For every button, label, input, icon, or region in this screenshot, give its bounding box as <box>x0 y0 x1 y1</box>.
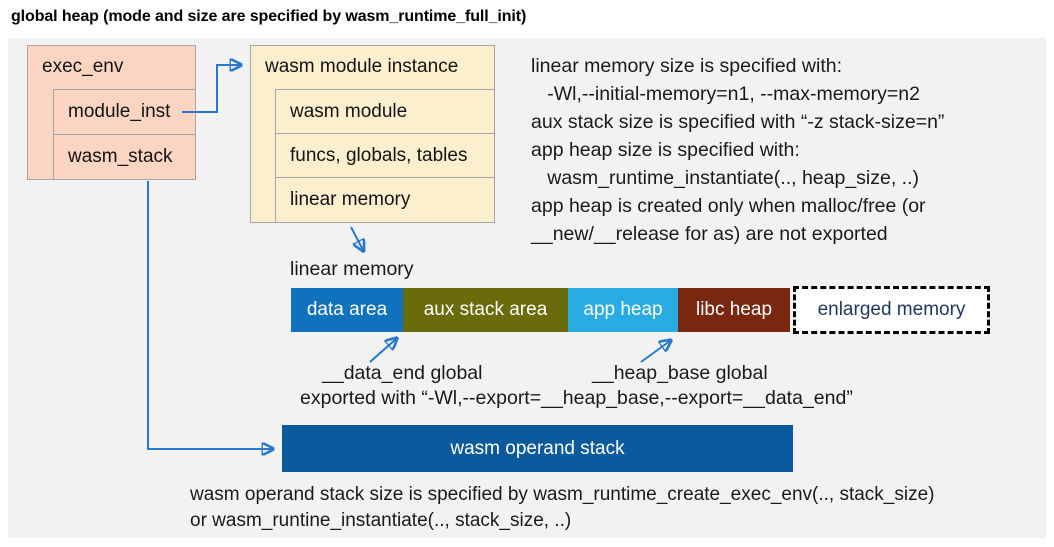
linear-memory-bar-title: linear memory <box>290 258 414 280</box>
segment-libc-heap: libc heap <box>678 288 790 332</box>
wasm-stack-label: wasm_stack <box>68 146 173 167</box>
segment-data-area: data area <box>291 288 403 332</box>
segment-enlarged-memory: enlarged memory <box>793 286 990 334</box>
linear-memory-bar: data area aux stack area app heap libc h… <box>291 288 790 332</box>
wasm-stack-box: wasm_stack <box>53 134 196 180</box>
module-inst-label: module_inst <box>68 101 171 122</box>
operand-stack-size-notes: wasm operand stack size is specified by … <box>190 484 935 531</box>
memory-size-notes: linear memory size is specified with: -W… <box>531 55 945 245</box>
wasm-operand-stack-bar: wasm operand stack <box>282 425 793 472</box>
exec-env-label: exec_env <box>42 56 124 77</box>
wasm-module-label: wasm module <box>290 100 408 122</box>
module-inst-box: module_inst <box>53 89 196 135</box>
segment-aux-stack-area: aux stack area <box>403 288 568 332</box>
export-flags-note: exported with “-Wl,--export=__heap_base,… <box>300 387 853 409</box>
data-end-global-note: __data_end global <box>322 362 483 384</box>
wasm-module-instance-label: wasm module instance <box>265 56 459 77</box>
wasm-module-box: wasm module <box>275 89 495 134</box>
funcs-globals-tables-label: funcs, globals, tables <box>290 144 468 166</box>
linear-memory-row-label: linear memory <box>290 189 411 210</box>
page-title: global heap (mode and size are specified… <box>11 8 527 25</box>
heap-base-global-note: __heap_base global <box>592 362 768 384</box>
segment-app-heap: app heap <box>568 288 678 332</box>
linear-memory-box: linear memory <box>275 177 495 223</box>
funcs-globals-tables-box: funcs, globals, tables <box>275 133 495 178</box>
